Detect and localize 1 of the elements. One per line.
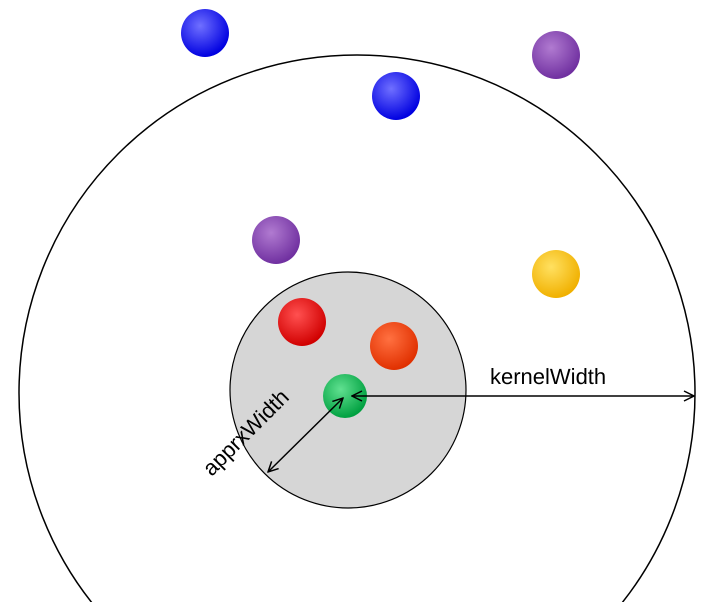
dimension-label: kernelWidth (490, 363, 606, 391)
